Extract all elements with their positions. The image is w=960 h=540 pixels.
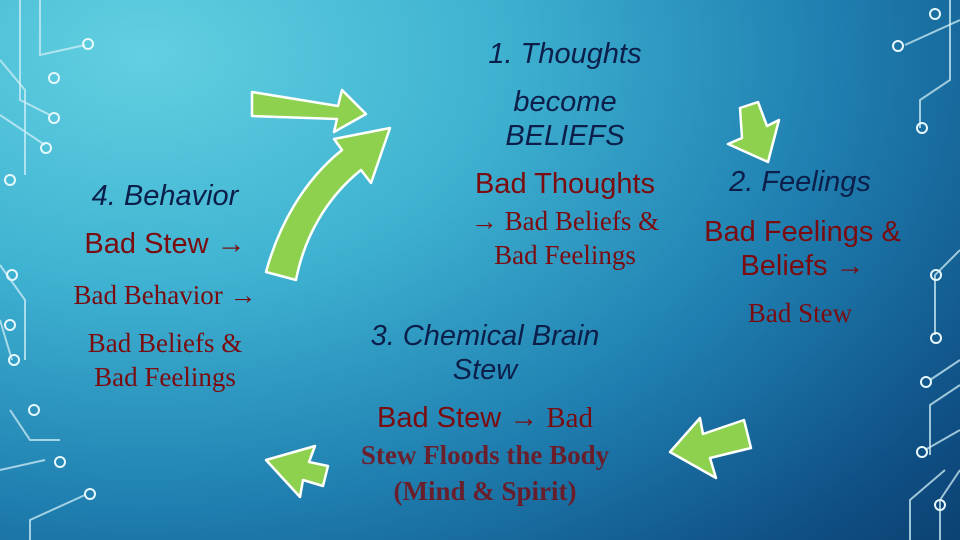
step1-line2: → Bad Beliefs & [470, 206, 660, 236]
arrow-down-right-icon [726, 100, 781, 164]
arrow-right-icon [250, 88, 368, 134]
step2-title: 2. Feelings [729, 166, 871, 198]
step1-lead: Bad Thoughts [474, 168, 656, 200]
step3-lead-line: Bad Stew → Bad [330, 402, 640, 434]
step3-line2: Stew Floods the Body [360, 440, 610, 470]
arrow-down-left-icon [668, 416, 753, 480]
step2-line1: Bad Feelings & [704, 216, 901, 248]
step1-title-line1: 1. Thoughts [488, 38, 642, 70]
step3-lead-tail: Bad [546, 402, 593, 434]
step4-line4: Bad Feelings [94, 362, 236, 392]
step1-title-line2: become [513, 86, 617, 118]
step4-title: 4. Behavior [91, 180, 239, 212]
step4-line3: Bad Beliefs & [87, 328, 243, 358]
step3-title-line2: Stew [452, 354, 518, 386]
step2-line2: Beliefs → [740, 250, 865, 282]
step3-lead: Bad Stew → [377, 402, 539, 434]
step1-title-line3: BELIEFS [505, 120, 625, 152]
arrow-left-icon [264, 444, 330, 499]
step3-line3: (Mind & Spirit) [393, 476, 577, 506]
step4-line2: Bad Behavior → [73, 280, 257, 310]
step3-title-line1: 3. Chemical Brain [370, 320, 600, 352]
step4-line1: Bad Stew → [84, 228, 246, 260]
step1-line3: Bad Feelings [494, 240, 636, 270]
curved-arrow-up-icon [264, 126, 392, 282]
step2-line3: Bad Stew [747, 298, 853, 328]
